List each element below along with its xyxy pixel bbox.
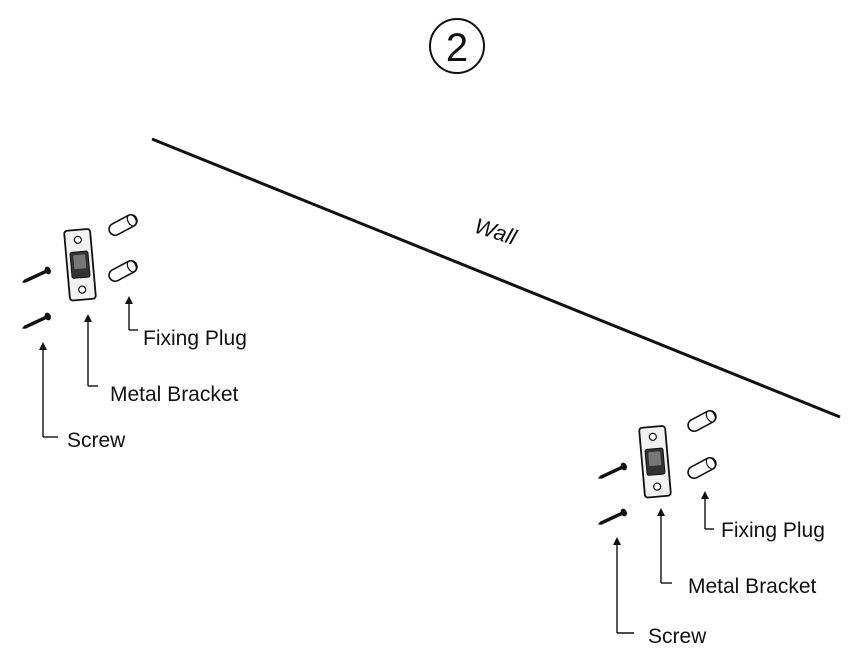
- metal-bracket: [638, 424, 672, 499]
- step-circle: [429, 18, 485, 74]
- screw-label: Screw: [648, 625, 707, 648]
- wall-line: [151, 137, 841, 419]
- assembly-left: Fixing Plug Metal Bracket Screw: [19, 211, 247, 452]
- metal-bracket-label: Metal Bracket: [688, 575, 817, 598]
- screw-bottom: [595, 505, 630, 530]
- fixing-plug-label: Fixing Plug: [721, 519, 825, 542]
- screw-label: Screw: [67, 429, 126, 452]
- screw-top: [19, 263, 54, 288]
- step-badge: 2: [429, 18, 485, 74]
- metal-bracket: [63, 227, 97, 302]
- fixing-plug-bottom: [685, 454, 719, 482]
- screw-bottom: [19, 309, 54, 334]
- step-number: 2: [446, 26, 468, 70]
- fixing-plug-top: [685, 407, 719, 435]
- fixing-plug-label: Fixing Plug: [143, 327, 247, 350]
- fixing-plug-bottom: [106, 257, 140, 285]
- assembly-right: Fixing Plug Metal Bracket Screw: [595, 407, 825, 648]
- metal-bracket-label: Metal Bracket: [110, 383, 239, 406]
- screw-top: [595, 459, 630, 484]
- fixing-plug-top: [106, 211, 140, 239]
- wall-label: Wall: [471, 213, 520, 250]
